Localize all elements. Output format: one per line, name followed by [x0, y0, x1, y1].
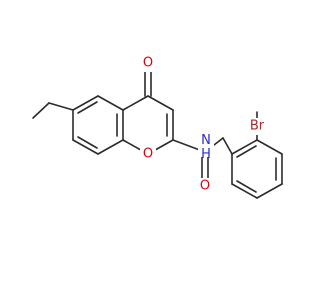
bond-ring-a2	[97, 95, 124, 111]
bond-ring-c1-inner	[236, 145, 257, 158]
bond-ring-a1	[72, 95, 99, 111]
bond-ring-b1	[122, 95, 149, 111]
bond-ring-c2	[256, 139, 283, 155]
bond-ring-c5-inner	[236, 180, 257, 193]
bond-ethyl-ch3	[32, 102, 50, 119]
bond-ethyl-ch2	[48, 102, 74, 111]
bond-ring-c5	[231, 183, 258, 199]
bond-ring-a1-inner	[77, 101, 98, 114]
bond-ring-a4	[97, 139, 124, 155]
bond-ring-b2	[147, 95, 174, 111]
bond-ring-a5-inner	[77, 136, 98, 149]
bond-n-aryl	[222, 137, 233, 155]
ring-oxygen-label: O	[143, 147, 153, 162]
bromine-label: Br	[250, 119, 265, 134]
amide-h-text: H	[201, 147, 211, 162]
bond-ring-c4	[256, 183, 283, 199]
bond-layer	[32, 67, 283, 199]
amide-oxygen-label: O	[200, 179, 210, 194]
amide-n-text: N	[201, 133, 211, 148]
bond-ring-a5	[72, 139, 99, 155]
ketone-oxygen-label: O	[143, 56, 153, 71]
bond-ring-c1	[231, 139, 258, 155]
